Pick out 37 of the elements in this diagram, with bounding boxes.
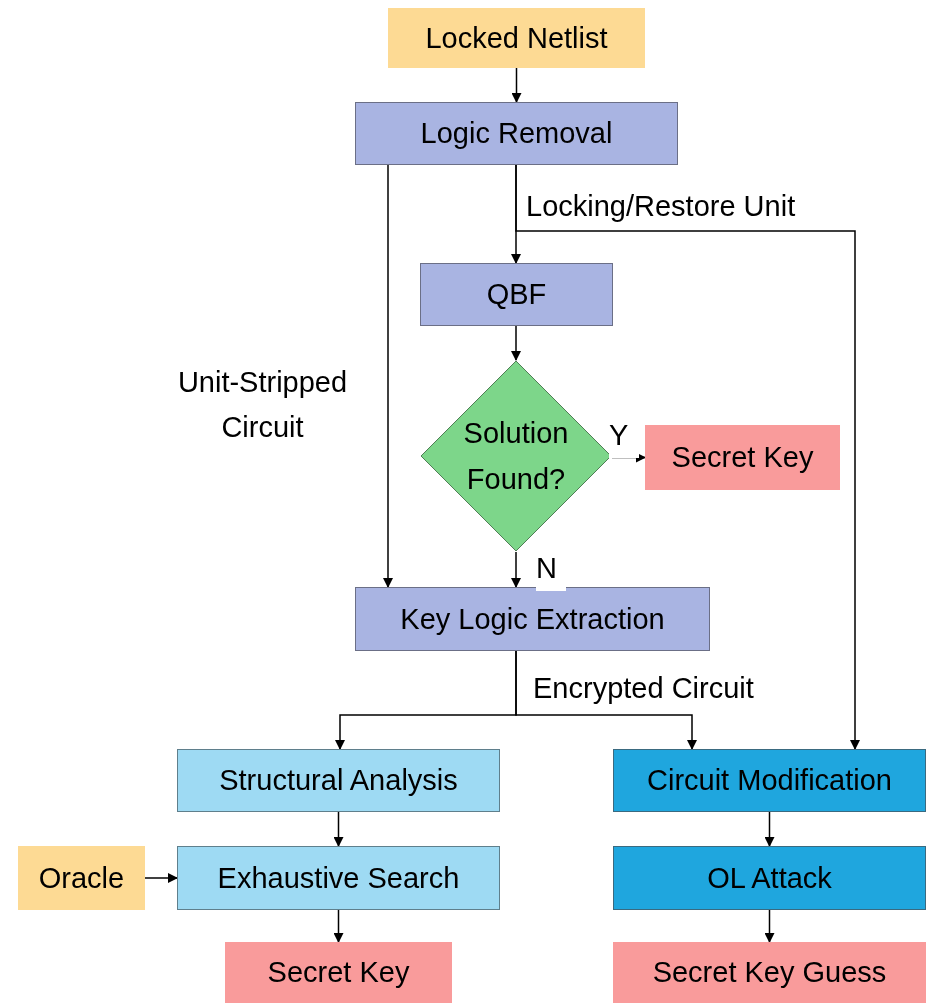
node-label: Structural Analysis bbox=[219, 763, 458, 799]
output-box bbox=[645, 425, 840, 490]
node-label: Solution Found? bbox=[462, 415, 570, 497]
arrow bbox=[511, 67, 522, 103]
decision-diamond bbox=[420, 360, 612, 552]
node-label: Secret Key bbox=[671, 440, 814, 476]
arrow bbox=[515, 650, 697, 750]
output-box bbox=[225, 942, 452, 1003]
process-box bbox=[420, 263, 613, 326]
process-box bbox=[177, 846, 500, 910]
node-label: QBF bbox=[486, 277, 547, 313]
arrow bbox=[511, 325, 521, 361]
node-label: Logic Removal bbox=[420, 116, 613, 152]
arrow bbox=[383, 164, 393, 588]
arrow bbox=[144, 873, 178, 883]
node-label: Key Logic Extraction bbox=[400, 601, 665, 637]
arrow bbox=[511, 551, 521, 588]
input-box bbox=[388, 8, 645, 68]
input-box bbox=[18, 846, 145, 910]
node-label: Secret Key Guess bbox=[652, 955, 887, 991]
node-label: Exhaustive Search bbox=[217, 860, 460, 896]
arrow bbox=[764, 811, 775, 847]
node-label: OL Attack bbox=[707, 860, 832, 896]
arrow bbox=[515, 164, 860, 750]
node-label: Circuit Modification bbox=[647, 763, 892, 799]
node-label: Oracle bbox=[38, 860, 125, 896]
node-label: Secret Key bbox=[267, 955, 410, 991]
process-box bbox=[355, 102, 678, 165]
process-box bbox=[613, 846, 926, 910]
process-box bbox=[613, 749, 926, 812]
process-box bbox=[177, 749, 500, 812]
node-label: Locked Netlist bbox=[425, 20, 608, 56]
arrow bbox=[333, 909, 344, 943]
output-box bbox=[613, 942, 926, 1003]
process-box bbox=[355, 587, 710, 651]
arrow bbox=[333, 811, 344, 847]
arrow bbox=[764, 909, 775, 943]
